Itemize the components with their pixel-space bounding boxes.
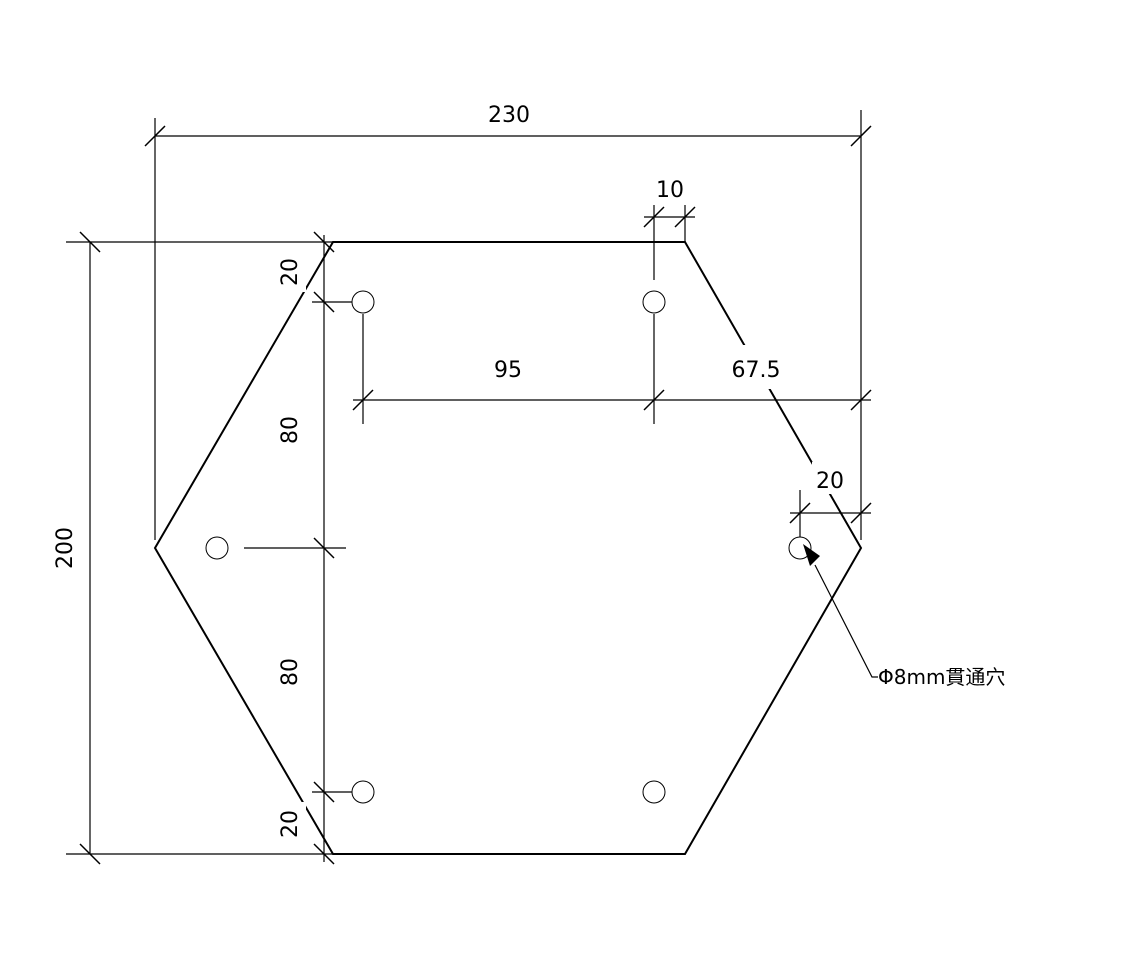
dimension-chamfer-offset: 10	[643, 178, 696, 280]
hole-callout: Φ8mm貫通穴	[803, 544, 1005, 689]
dimension-overall-height: 200	[53, 231, 333, 865]
dim-label-67-5: 67.5	[732, 358, 781, 383]
hole-left	[205, 536, 229, 560]
dim-label-95: 95	[494, 358, 522, 383]
hole-callout-label: Φ8mm貫通穴	[878, 665, 1005, 689]
dim-label-200: 200	[53, 527, 78, 569]
dim-label-80-upper: 80	[278, 416, 303, 444]
hole-top-left	[351, 290, 375, 314]
hole-bottom-left	[351, 780, 375, 804]
dimension-hole-spacing-horizontal: 95	[352, 314, 872, 424]
dimension-hole-edge-offset: 20	[789, 462, 872, 537]
dim-label-230: 230	[488, 103, 530, 128]
dim-label-20-right: 20	[816, 469, 844, 494]
hole-bottom-right	[642, 780, 666, 804]
dim-label-20-top: 20	[278, 258, 303, 286]
leader-arrowhead	[803, 544, 820, 566]
dim-label-20-bottom: 20	[278, 810, 303, 838]
dimension-slant-edge: 67.5	[718, 345, 790, 389]
dimension-vertical-chain: 20 80 80 20	[244, 231, 352, 865]
dim-label-80-lower: 80	[278, 658, 303, 686]
dimension-overall-width: 230	[144, 103, 872, 540]
dim-label-10: 10	[656, 178, 684, 203]
hole-top-right	[642, 290, 666, 314]
